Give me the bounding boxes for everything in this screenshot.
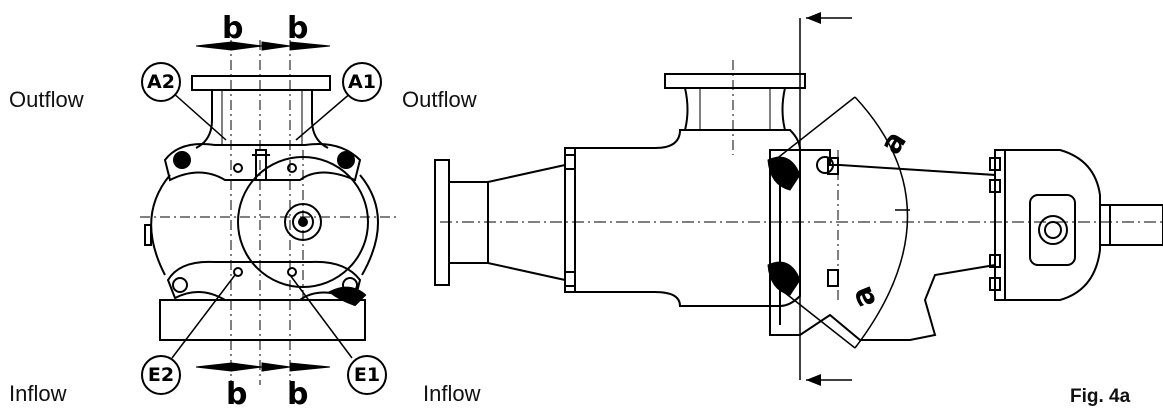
front-view — [140, 40, 400, 385]
front-b-dimensions — [195, 41, 331, 372]
front-outlet-flange — [191, 75, 331, 91]
side-shaft — [1099, 204, 1163, 246]
dim-b-top-left: b — [222, 11, 244, 46]
dim-b-bottom-left: b — [226, 377, 248, 412]
dim-b-bottom-right: b — [287, 377, 309, 412]
side-drive-housing — [994, 149, 1101, 301]
front-vent-fitting — [255, 149, 267, 181]
front-bolt-ll — [172, 277, 188, 293]
outflow-right-label: Outflow — [402, 87, 477, 112]
front-shaft-bore — [237, 156, 369, 288]
side-bracket — [769, 149, 996, 341]
port-e2-marker: E2 — [141, 355, 181, 395]
front-outlet-neck — [195, 90, 329, 149]
front-bolt-ur — [337, 151, 355, 169]
inflow-left-label: Inflow — [9, 381, 67, 406]
outflow-left-label: Outflow — [9, 87, 84, 112]
side-outlet-flange — [664, 73, 806, 89]
section-arrows — [806, 12, 852, 386]
front-casing — [150, 174, 379, 276]
front-upper-saddle — [163, 143, 362, 182]
side-main-body — [564, 129, 801, 307]
port-e1-marker: E1 — [347, 355, 387, 395]
side-view — [434, 18, 1163, 380]
inflow-right-label: Inflow — [423, 381, 481, 406]
dim-b-top-right: b — [287, 11, 309, 46]
side-inlet-flange — [434, 159, 450, 286]
angle-arc — [774, 96, 910, 349]
front-base — [159, 299, 366, 341]
side-outlet-neck — [684, 87, 786, 131]
port-a2-marker: A2 — [141, 62, 181, 102]
figure-caption: Fig. 4a — [1070, 386, 1131, 407]
port-leaders — [171, 91, 353, 359]
front-bolt-ul — [173, 151, 191, 169]
port-a1-marker: A1 — [342, 62, 382, 102]
